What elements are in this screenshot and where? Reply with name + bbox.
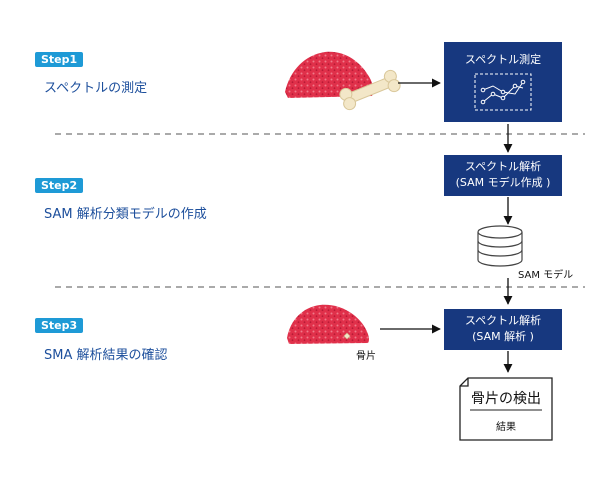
measure-box: スペクトル測定 — [444, 42, 562, 122]
step2-label: SAM 解析分類モデルの作成 — [44, 207, 207, 222]
database-label: SAM モデル — [518, 270, 574, 281]
result-subtitle: 結果 — [496, 422, 516, 433]
model-box: スペクトル解析 (SAM モデル作成 ) — [444, 155, 562, 196]
database-icon — [477, 225, 523, 267]
step1-badge: Step1 — [35, 52, 84, 67]
meat-icon — [285, 51, 374, 98]
model-box-line1: スペクトル解析 — [464, 160, 542, 173]
model-box-line2: (SAM モデル作成 ) — [455, 176, 551, 189]
bone-icon — [339, 69, 401, 111]
result-title: 骨片の検出 — [471, 391, 541, 407]
bone-fragment-label: 骨片 — [356, 351, 376, 362]
analysis-box-line1: スペクトル解析 — [464, 314, 542, 327]
document-icon — [459, 377, 553, 441]
step3-label: SMA 解析結果の確認 — [44, 348, 168, 363]
spectrum-chart-icon — [474, 73, 532, 111]
analysis-box: スペクトル解析 (SAM 解析 ) — [444, 309, 562, 350]
meat-with-fragment-icon — [287, 304, 369, 344]
step2-badge: Step2 — [35, 178, 84, 193]
measure-box-title: スペクトル測定 — [464, 53, 542, 66]
step1-label: スペクトルの測定 — [44, 81, 148, 96]
analysis-box-line2: (SAM 解析 ) — [472, 330, 534, 343]
step3-badge: Step3 — [35, 318, 84, 333]
